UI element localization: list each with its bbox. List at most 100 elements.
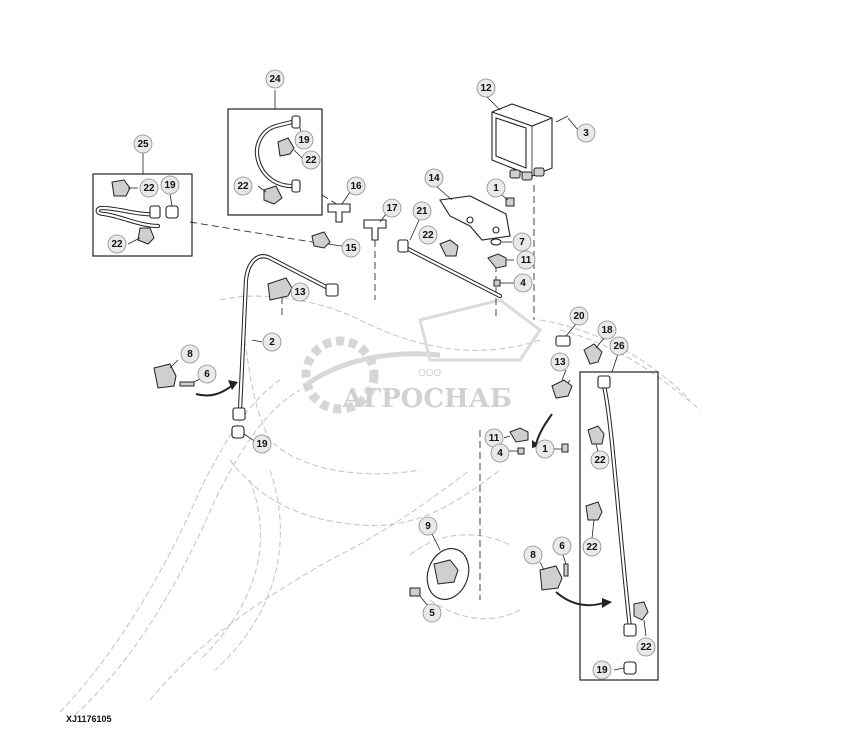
callout-number: 14 bbox=[428, 173, 440, 184]
callout-22: 22 bbox=[590, 450, 610, 470]
callout-13: 13 bbox=[550, 352, 570, 372]
hardware-top bbox=[487, 238, 514, 287]
callout-bubble bbox=[590, 450, 610, 470]
callout-number: 20 bbox=[573, 311, 585, 322]
callout-number: 25 bbox=[137, 139, 149, 150]
watermark: ООО АГРОСНАБ bbox=[301, 298, 543, 414]
callout-number: 15 bbox=[345, 243, 357, 254]
callout-14: 14 bbox=[424, 168, 444, 188]
callout-bubble bbox=[550, 352, 570, 372]
callout-20: 20 bbox=[569, 306, 589, 326]
figure-id: XJ1176105 bbox=[66, 714, 112, 724]
callout-bubble bbox=[233, 176, 253, 196]
callout-22: 22 bbox=[418, 225, 438, 245]
callout-19: 19 bbox=[160, 175, 180, 195]
callout-22: 22 bbox=[301, 150, 321, 170]
callout-number: 4 bbox=[497, 448, 503, 459]
callout-number: 8 bbox=[187, 349, 193, 360]
callout-19: 19 bbox=[592, 660, 612, 680]
control-unit-12 bbox=[485, 95, 579, 181]
callout-bubble bbox=[133, 134, 153, 154]
callout-number: 1 bbox=[542, 444, 548, 455]
callout-number: 11 bbox=[521, 255, 532, 266]
callout-4: 4 bbox=[513, 273, 533, 293]
callout-bubble bbox=[107, 234, 127, 254]
callout-bubble bbox=[341, 238, 361, 258]
callout-number: 6 bbox=[204, 369, 210, 380]
callout-bubble bbox=[139, 178, 159, 198]
callout-bubble bbox=[523, 545, 543, 565]
callout-1: 1 bbox=[535, 439, 555, 459]
callout-bubble bbox=[160, 175, 180, 195]
callout-bubble bbox=[382, 198, 402, 218]
callout-bubble bbox=[486, 178, 506, 198]
callout-bubble bbox=[412, 201, 432, 221]
callout-16: 16 bbox=[346, 176, 366, 196]
callout-19: 19 bbox=[294, 130, 314, 150]
callout-number: 9 bbox=[425, 521, 431, 532]
callout-number: 22 bbox=[594, 455, 606, 466]
callout-19: 19 bbox=[252, 434, 272, 454]
callout-22: 22 bbox=[139, 178, 159, 198]
callout-4: 4 bbox=[490, 443, 510, 463]
callout-number: 2 bbox=[269, 337, 275, 348]
callout-bubble bbox=[294, 130, 314, 150]
callout-6: 6 bbox=[197, 364, 217, 384]
callout-number: 19 bbox=[256, 439, 268, 450]
callout-bubble bbox=[609, 336, 629, 356]
callout-bubble bbox=[513, 273, 533, 293]
callout-number: 13 bbox=[554, 357, 566, 368]
bracket-14 bbox=[435, 185, 515, 241]
callout-number: 22 bbox=[305, 155, 317, 166]
callout-number: 19 bbox=[164, 180, 176, 191]
watermark-company: АГРОСНАБ bbox=[342, 384, 512, 414]
fittings-18-20-26 bbox=[555, 323, 619, 373]
kit-24 bbox=[227, 90, 323, 216]
callout-bubble bbox=[422, 603, 442, 623]
callout-number: 8 bbox=[530, 550, 536, 561]
callout-number: 21 bbox=[416, 206, 428, 217]
clamp-8-left bbox=[153, 359, 238, 397]
callout-11: 11 bbox=[516, 250, 536, 270]
clamp-8-right bbox=[539, 551, 612, 608]
callout-number: 18 bbox=[601, 325, 613, 336]
tube-21 bbox=[397, 217, 503, 299]
callout-bubble bbox=[424, 168, 444, 188]
callout-bubble bbox=[576, 123, 596, 143]
callout-22: 22 bbox=[636, 637, 656, 657]
callout-26: 26 bbox=[609, 336, 629, 356]
callout-bubble bbox=[552, 536, 572, 556]
callout-bubble bbox=[476, 78, 496, 98]
callout-5: 5 bbox=[422, 603, 442, 623]
callout-12: 12 bbox=[476, 78, 496, 98]
callout-number: 22 bbox=[640, 642, 652, 653]
kit-26 bbox=[579, 371, 659, 681]
callout-8: 8 bbox=[523, 545, 543, 565]
callout-number: 3 bbox=[583, 128, 589, 139]
callout-2: 2 bbox=[262, 332, 282, 352]
fittings-15-16-17 bbox=[311, 191, 387, 249]
callout-number: 1 bbox=[493, 183, 499, 194]
callout-number: 17 bbox=[386, 203, 398, 214]
callout-6: 6 bbox=[552, 536, 572, 556]
callout-number: 13 bbox=[294, 287, 306, 298]
callout-number: 26 bbox=[613, 341, 625, 352]
callout-bubble bbox=[597, 320, 617, 340]
callout-bubble bbox=[582, 537, 602, 557]
callout-bubble bbox=[197, 364, 217, 384]
kit-25 bbox=[92, 153, 193, 257]
callout-8: 8 bbox=[180, 344, 200, 364]
callout-22: 22 bbox=[233, 176, 253, 196]
callout-bubble bbox=[636, 637, 656, 657]
callout-bubble bbox=[346, 176, 366, 196]
hardware-mid bbox=[503, 369, 573, 455]
bracket-13-left bbox=[267, 277, 293, 301]
cover-plate-9 bbox=[409, 533, 470, 607]
callout-bubble bbox=[180, 344, 200, 364]
callout-bubble bbox=[569, 306, 589, 326]
callout-9: 9 bbox=[418, 516, 438, 536]
callout-bubble bbox=[290, 282, 310, 302]
callout-number: 22 bbox=[143, 183, 155, 194]
